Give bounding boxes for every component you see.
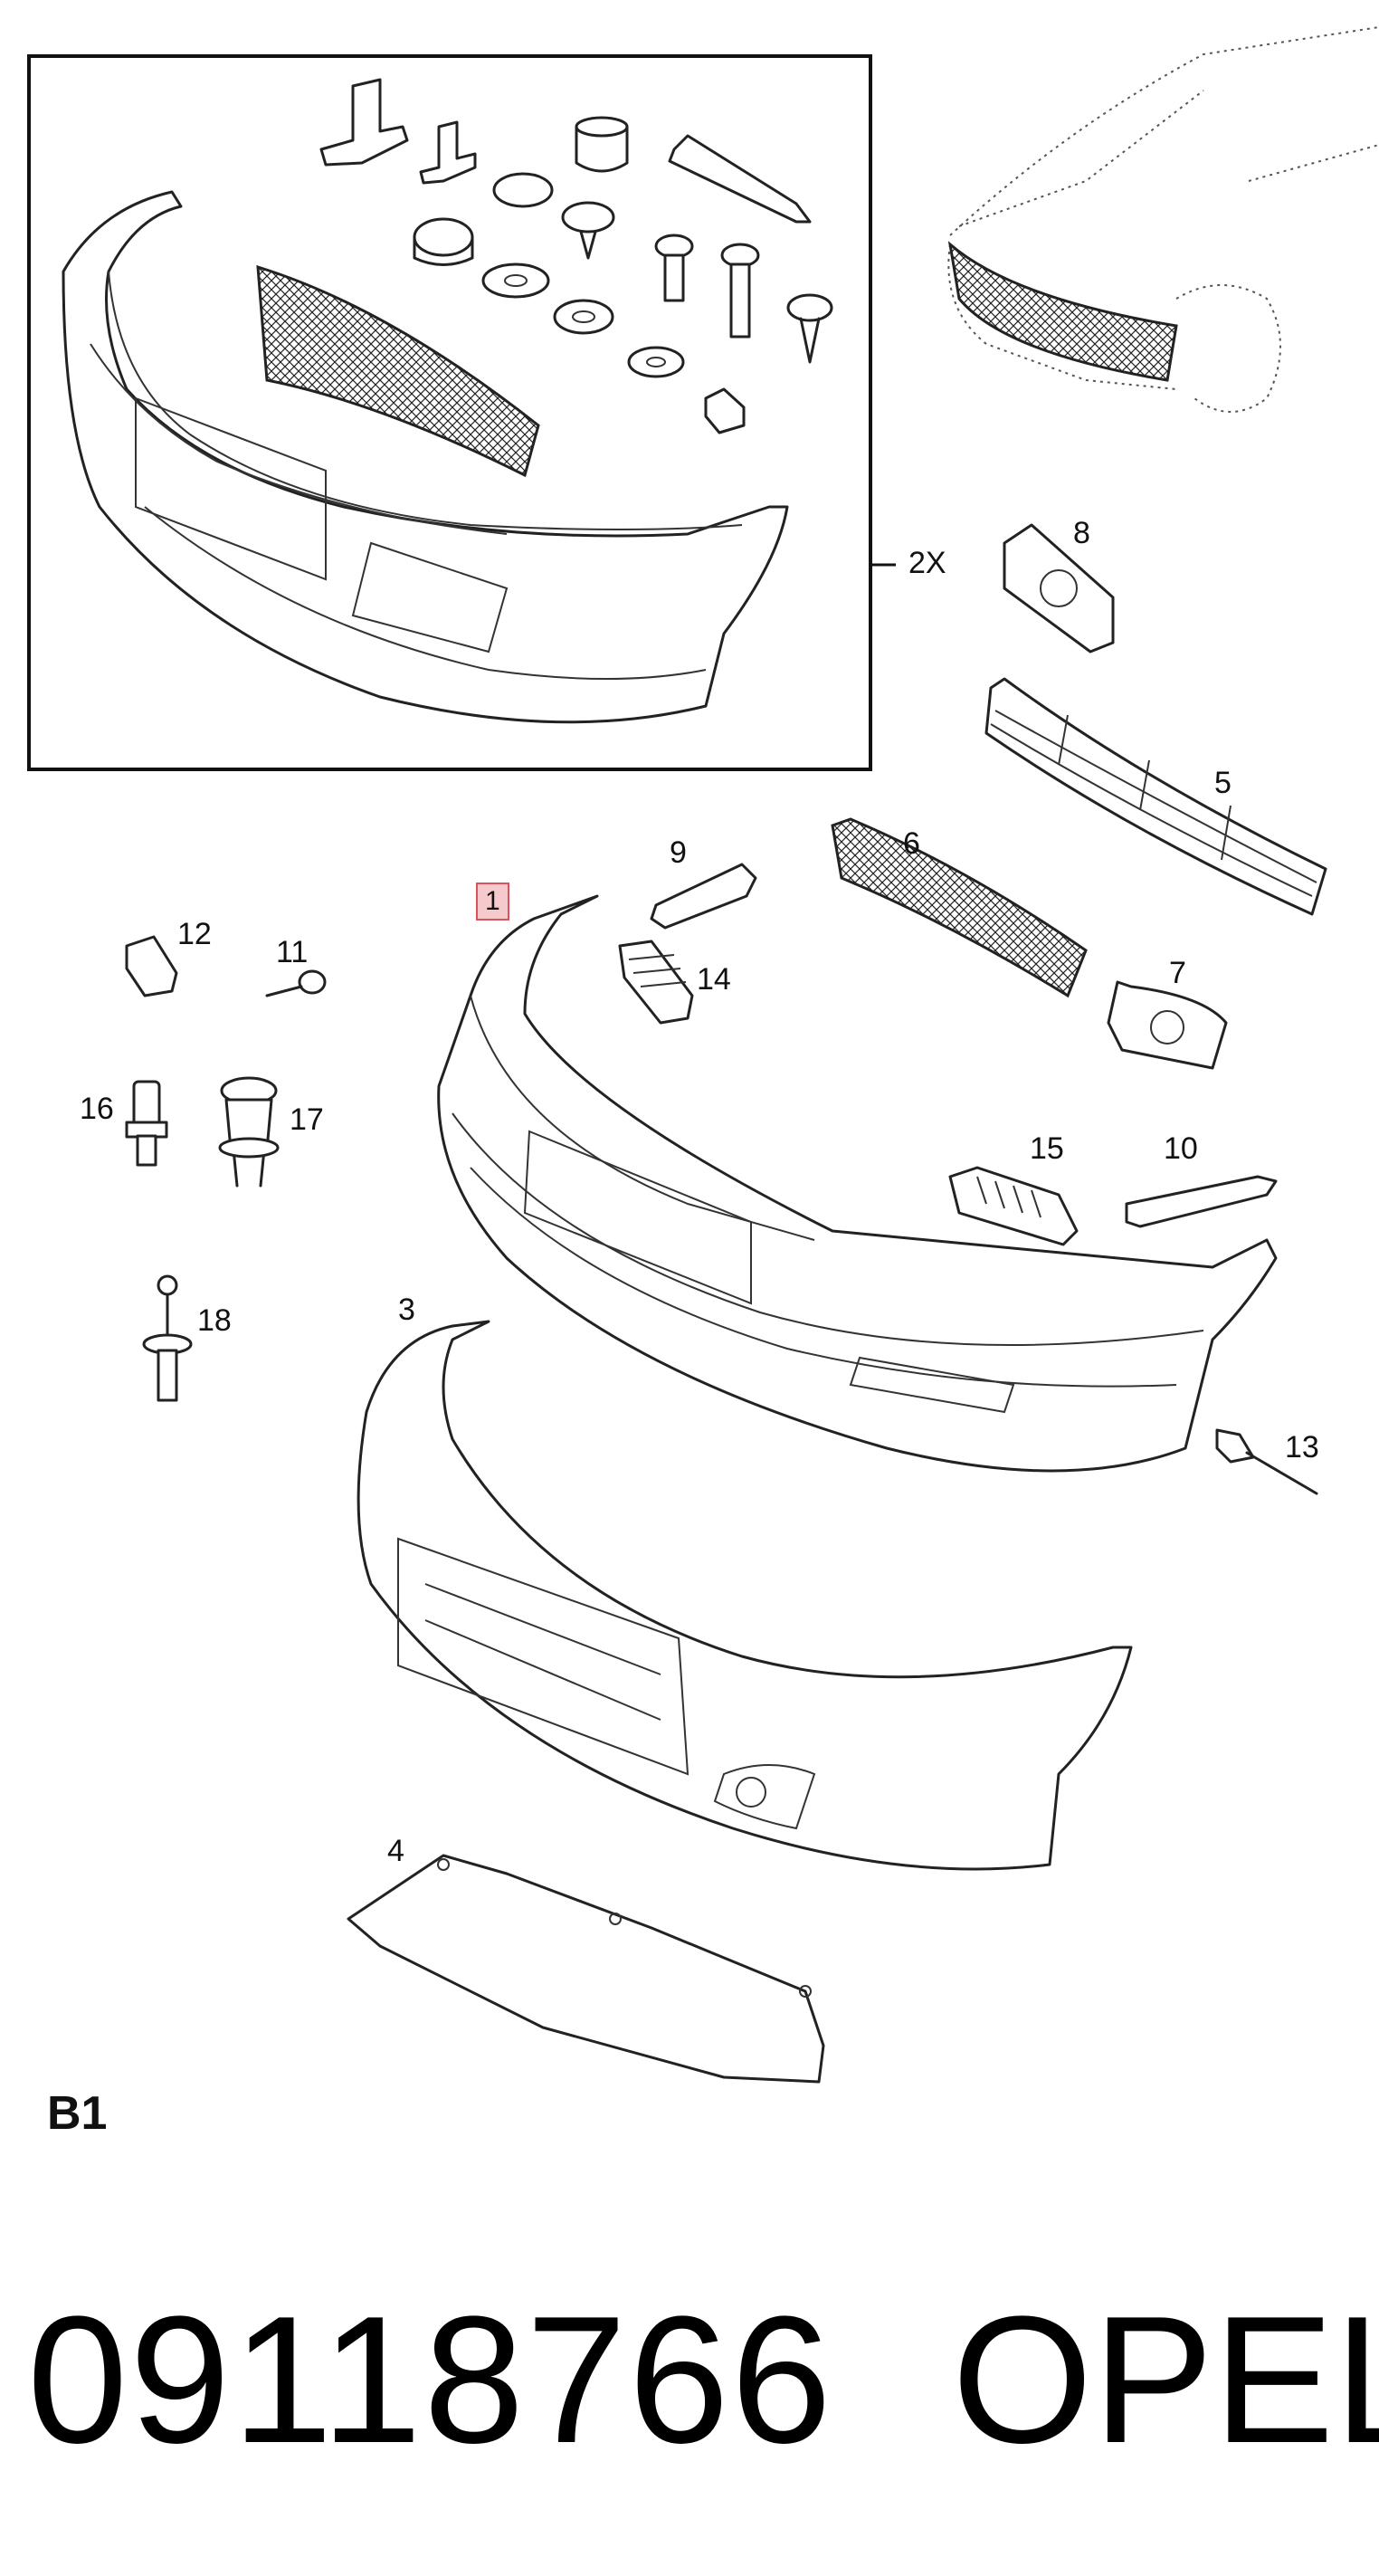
part-8-fog-lamp-bezel-right: [1003, 523, 1115, 654]
part-7-fog-lamp-bezel-left: [1107, 980, 1228, 1070]
part-12-clip-nut: [125, 935, 178, 997]
part-6-mesh-grille: [831, 817, 1088, 998]
part-9-bracket: [650, 863, 757, 930]
part-13-pop-rivet: [1215, 1428, 1318, 1495]
vehicle-reference-illustration: [947, 26, 1379, 413]
callout-13: 13: [1285, 1430, 1319, 1465]
callout-6: 6: [903, 826, 920, 861]
callout-8: 8: [1073, 516, 1090, 550]
part-5-lower-grille: [984, 677, 1327, 916]
callout-14: 14: [697, 962, 731, 997]
callout-5: 5: [1214, 766, 1232, 800]
callout-2x: 2X: [908, 546, 946, 580]
part-10-bracket: [1125, 1175, 1278, 1228]
callout-10: 10: [1164, 1131, 1198, 1166]
callout-7: 7: [1169, 956, 1186, 990]
part-18-expansion-rivet: [142, 1274, 193, 1402]
part-14-guide-bracket: [618, 940, 694, 1025]
callout-17: 17: [290, 1102, 324, 1137]
inset-grille-mesh: [256, 264, 540, 478]
callout-18: 18: [197, 1303, 232, 1338]
callout-15: 15: [1030, 1131, 1064, 1166]
part-15-guide-bracket: [948, 1166, 1079, 1246]
part-1-front-bumper-primed: [437, 894, 1278, 1473]
part-4-undertray: [347, 1854, 825, 2084]
callout-3: 3: [398, 1293, 415, 1327]
brand-name: OPEL: [952, 2279, 1379, 2481]
inset-kit-box: [27, 54, 896, 771]
callout-1-highlighted[interactable]: 1: [476, 883, 509, 921]
part-16-rivet: [125, 1080, 168, 1167]
callout-4: 4: [387, 1834, 404, 1868]
callout-16: 16: [80, 1092, 114, 1126]
section-code: B1: [47, 2087, 108, 2140]
callout-9: 9: [670, 835, 687, 870]
part-number: 09118766: [27, 2279, 833, 2481]
part-17-push-clip: [218, 1076, 280, 1188]
part-3-front-bumper-painted: [357, 1320, 1133, 1871]
part-11-screw: [265, 969, 327, 997]
callout-11: 11: [276, 935, 309, 969]
inset-bumper-illustration: [62, 190, 789, 724]
inset-hardware-set: [319, 78, 833, 434]
callout-12: 12: [177, 917, 212, 951]
